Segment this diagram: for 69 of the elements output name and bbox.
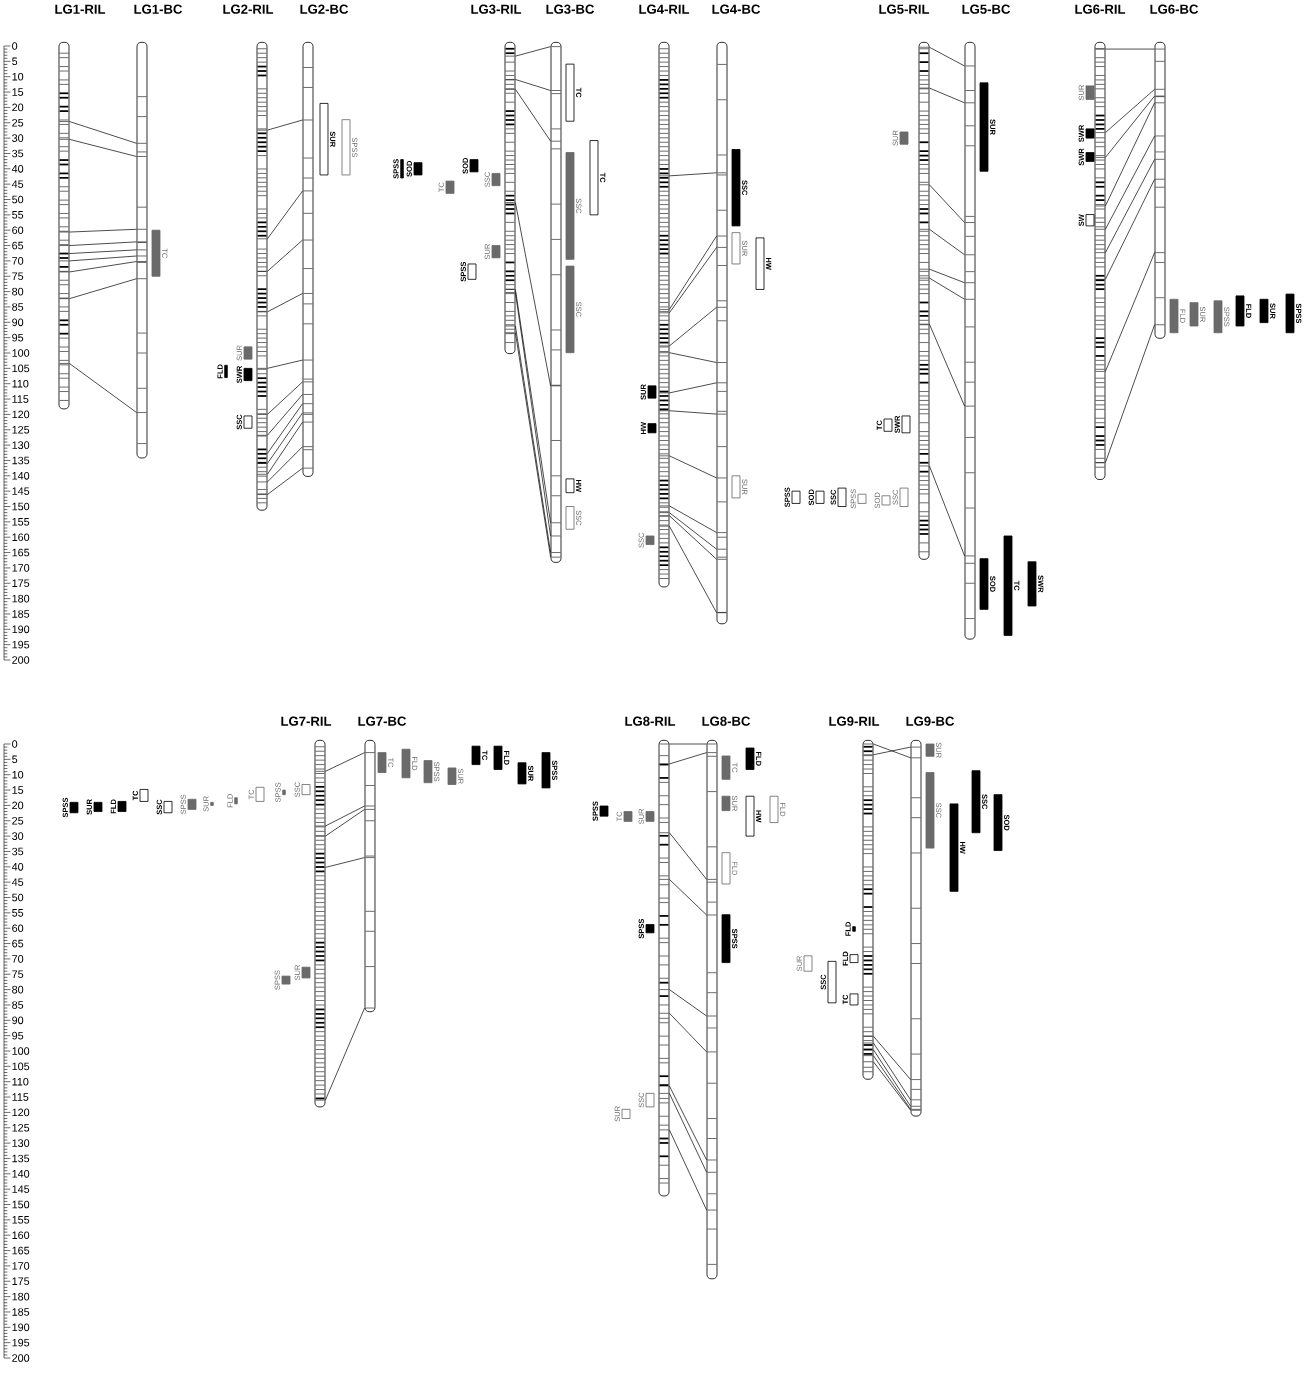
connector-line [267,403,303,454]
connector-line [1105,158,1155,253]
connector-line [669,1085,707,1161]
connector-line [669,247,717,314]
connector-line [669,832,707,880]
connector-line [669,1129,707,1211]
connector-line [267,394,303,436]
connector-line [325,752,365,772]
connector-line [669,752,707,765]
connector-line [669,382,717,394]
connector-line [325,857,365,868]
connector-line [669,1093,707,1173]
connector-line [669,512,717,550]
connector-line [873,1035,911,1080]
connector-line [267,119,303,131]
connector-line [267,421,303,475]
connector-line [669,879,707,916]
connector-line [1105,48,1155,50]
connector-line [267,359,303,369]
connector-line [1105,252,1155,372]
connector-line [515,202,551,387]
connector-line [929,268,965,284]
connector-line [1105,178,1155,280]
connector-line [929,277,965,300]
connector-line [69,228,137,233]
connector-line [267,190,303,240]
connector-line [1105,135,1155,230]
connector-line [69,255,137,262]
connector-line [69,139,137,157]
connector-line [929,184,965,223]
connector-line [267,239,303,272]
connector-line [325,809,365,837]
connector-line [325,805,365,827]
connector-line [267,381,303,415]
connector-line [669,743,707,745]
connector-line [929,228,965,256]
connector-line [1105,88,1155,133]
connector-line [69,363,137,413]
connector-line [669,306,717,347]
connector-line [929,87,965,104]
connector-line [69,249,137,254]
connector-line [873,1042,911,1101]
connector-line [69,261,137,273]
connector-line [929,46,965,67]
connector-line [669,352,717,363]
connector-line [1105,95,1155,158]
connector-line [669,172,717,177]
connector-line [669,505,717,533]
connector-line [929,465,965,557]
connector-line [325,1007,365,1101]
connector-line [267,412,303,464]
connector-line [669,410,717,415]
connector-line [69,241,137,246]
connector-line [1105,324,1155,463]
connector-line [267,446,303,483]
connector-line [669,525,717,614]
connector-line [267,467,303,495]
connector-line [1105,102,1155,207]
connector-line [669,989,707,1017]
connector-line [515,46,551,57]
connector-line [515,79,551,91]
connector-line [69,121,137,144]
connector-line [69,278,137,299]
connector-line [669,455,717,479]
connector-line [669,515,717,560]
connector-line [267,293,303,313]
connector-line [669,235,717,310]
connector-line [669,1012,707,1053]
connector-line [929,323,965,407]
